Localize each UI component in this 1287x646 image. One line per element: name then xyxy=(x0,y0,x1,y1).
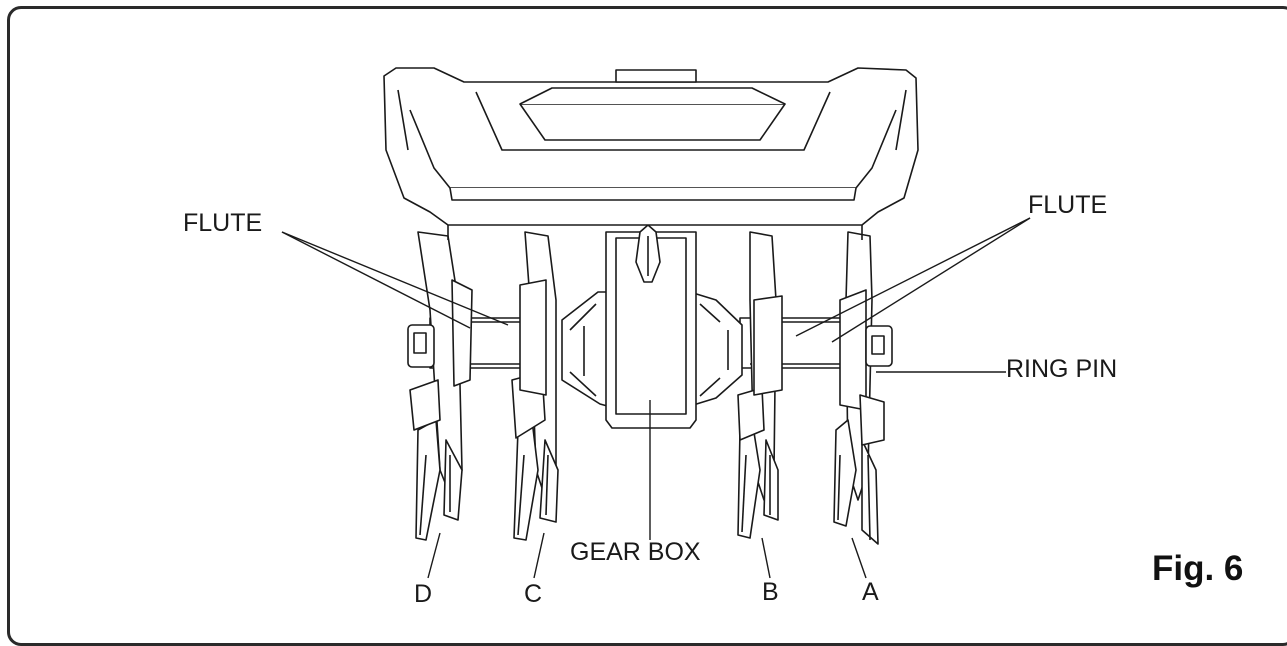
tine-d xyxy=(409,231,473,541)
tine-c-label: C xyxy=(524,580,543,608)
tine-b xyxy=(737,231,783,539)
tine-a-label: A xyxy=(862,578,879,606)
leader-lines xyxy=(281,217,1031,579)
tine-c xyxy=(511,231,559,541)
tine-shield xyxy=(383,67,919,240)
flute-label-left: FLUTE xyxy=(183,209,263,237)
tine-d-label: D xyxy=(414,580,433,608)
gear-box-label: GEAR BOX xyxy=(570,538,701,566)
tine-b-label: B xyxy=(762,578,779,606)
ring-pin-label: RING PIN xyxy=(1006,355,1118,383)
figure-caption: Fig. 6 xyxy=(1152,549,1244,588)
tiller-diagram xyxy=(281,67,1031,579)
tine-a xyxy=(833,231,885,545)
gearbox xyxy=(605,224,697,429)
flute-label-right: FLUTE xyxy=(1028,191,1108,219)
